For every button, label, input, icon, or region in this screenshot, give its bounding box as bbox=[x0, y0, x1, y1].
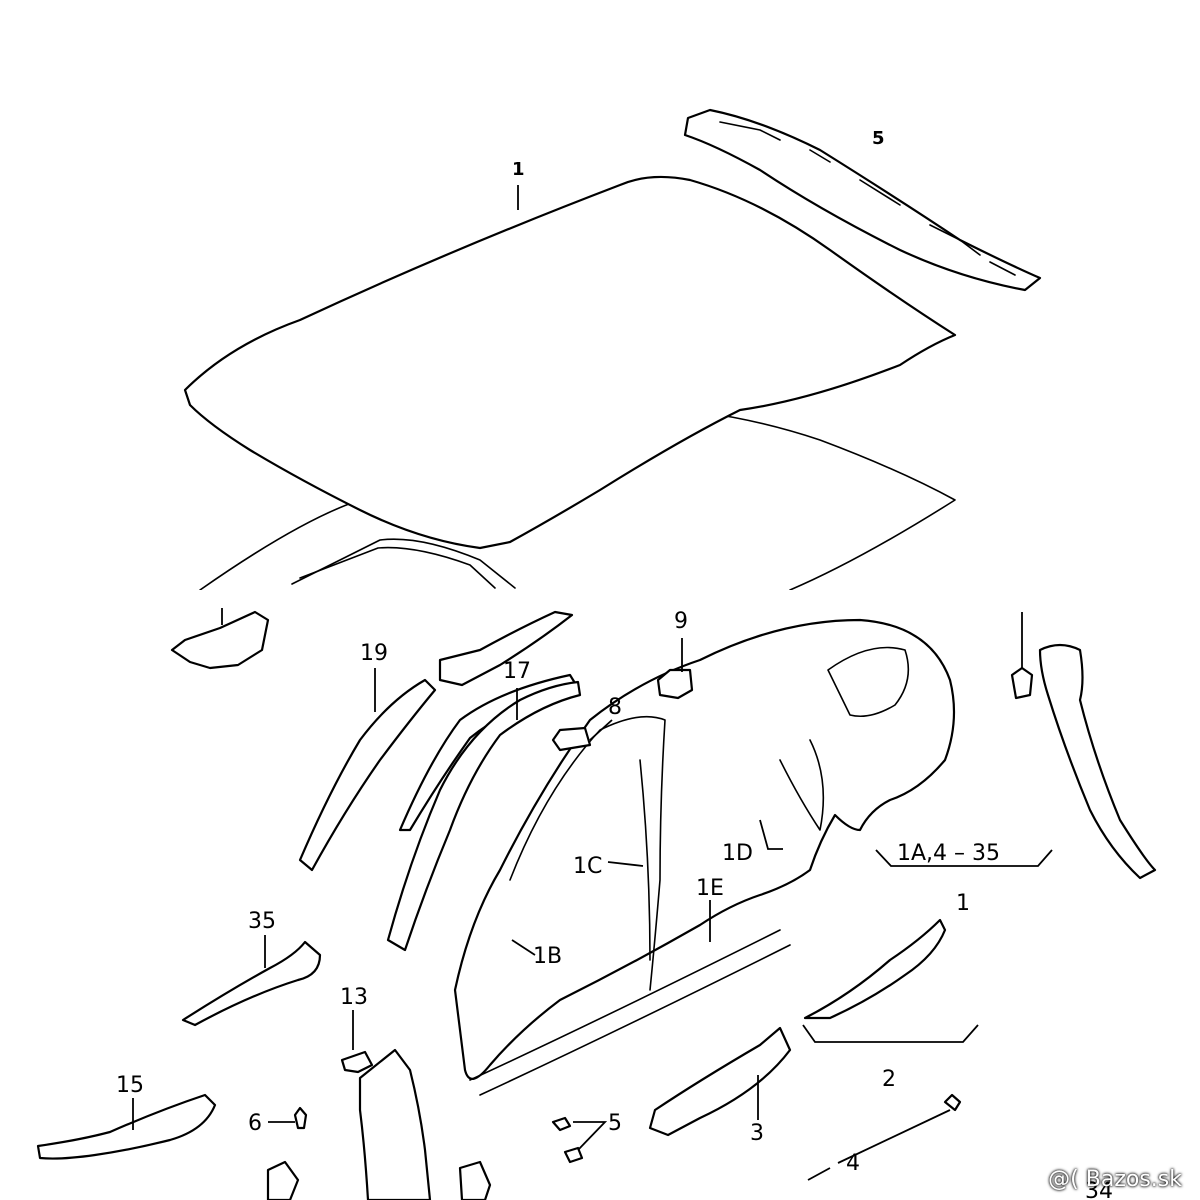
label-13: 13 bbox=[340, 985, 368, 1010]
part-9-clip bbox=[656, 668, 694, 700]
label-8: 8 bbox=[608, 695, 622, 720]
label-3: 3 bbox=[750, 1121, 764, 1146]
part-13-clip bbox=[340, 1050, 374, 1074]
bottom-clip-b bbox=[458, 1160, 492, 1200]
roof-cross-member bbox=[683, 108, 1042, 292]
label-5-bolts: 5 bbox=[608, 1111, 622, 1136]
label-1-side-panel: 1 bbox=[956, 891, 970, 916]
label-35: 35 bbox=[248, 909, 276, 934]
center-pillar-lower bbox=[358, 1048, 432, 1200]
watermark: @( Bazos.sk bbox=[1048, 1167, 1182, 1192]
part-6-bolt bbox=[293, 1106, 308, 1130]
right-pillar bbox=[1038, 643, 1157, 880]
bolt-5a bbox=[551, 1116, 572, 1132]
label-9: 9 bbox=[674, 609, 688, 634]
part-15-floor bbox=[36, 1093, 217, 1160]
label-2: 2 bbox=[882, 1067, 896, 1092]
label-1E: 1E bbox=[696, 876, 724, 901]
strip-17b bbox=[386, 680, 582, 952]
label-1A-4-35: 1A,4 – 35 bbox=[897, 841, 1000, 866]
rail-upper bbox=[438, 610, 574, 687]
label-5-crossmember: 5 bbox=[872, 128, 885, 149]
bracket-top-left bbox=[170, 610, 270, 670]
label-1-roof: 1 bbox=[512, 159, 525, 180]
part-3-sill bbox=[648, 1026, 792, 1137]
label-1B: 1B bbox=[533, 944, 562, 969]
right-small-clip bbox=[1010, 666, 1034, 700]
part-35-strip bbox=[181, 940, 322, 1027]
section-divider bbox=[0, 590, 1200, 604]
label-1C: 1C bbox=[573, 854, 602, 879]
label-17: 17 bbox=[503, 659, 531, 684]
pillar-19 bbox=[298, 678, 437, 872]
label-6: 6 bbox=[248, 1111, 262, 1136]
label-34: 34 bbox=[1085, 1179, 1113, 1200]
label-4: 4 bbox=[846, 1151, 860, 1176]
part-2-reinforcement bbox=[803, 918, 947, 1020]
roof-panel bbox=[183, 175, 957, 550]
part-4-pin bbox=[943, 1093, 962, 1112]
label-15: 15 bbox=[116, 1073, 144, 1098]
leader-lines bbox=[132, 185, 1053, 1181]
part-8-clip bbox=[551, 726, 592, 752]
bottom-clip-a bbox=[266, 1160, 300, 1200]
bolt-5b bbox=[563, 1146, 584, 1164]
label-19: 19 bbox=[360, 641, 388, 666]
label-1D: 1D bbox=[722, 841, 753, 866]
